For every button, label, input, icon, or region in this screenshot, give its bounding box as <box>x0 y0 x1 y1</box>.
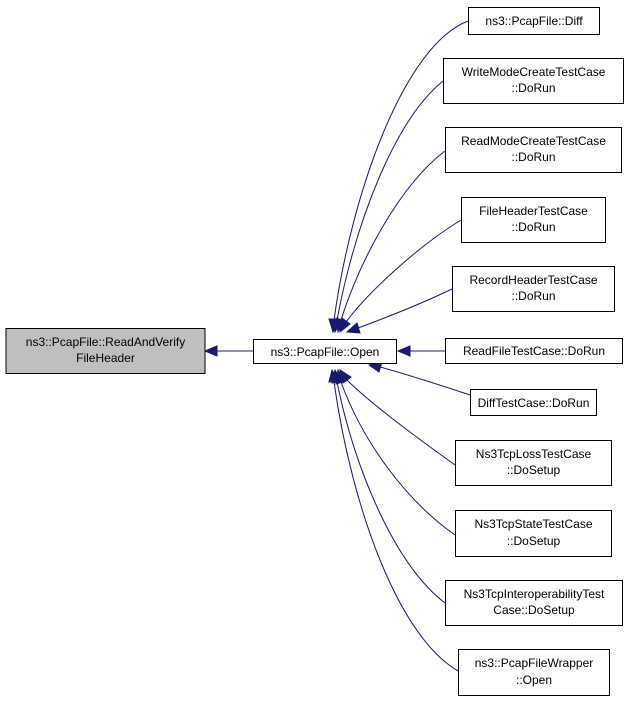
node-label-line: ReadFileTestCase::DoRun <box>463 344 605 358</box>
node-label-line: FileHeader <box>76 351 135 365</box>
node-label-line: DiffTestCase::DoRun <box>478 396 590 410</box>
node-label-line: ReadModeCreateTestCase <box>461 134 606 148</box>
node-label-line: Case::DoSetup <box>493 603 575 617</box>
node-label-line: Ns3TcpLossTestCase <box>476 447 592 461</box>
edge-readmode-to-open <box>335 150 446 334</box>
node-label-line: ns3::PcapFile::Diff <box>485 14 583 28</box>
edge-wrapperopen-to-open <box>328 368 461 673</box>
edge-readfile-to-open <box>396 345 445 357</box>
node-label-line: ::DoSetup <box>507 534 561 548</box>
edge-writemode-to-open <box>331 80 444 334</box>
node-label-line: ns3::PcapFileWrapper <box>475 656 594 670</box>
node-read-and-verify-file-header: ns3::PcapFile::ReadAndVerify FileHeader <box>5 328 206 374</box>
edge-tcpinterop-to-open <box>331 368 446 604</box>
node-read-file-test-case[interactable]: ReadFileTestCase::DoRun <box>445 338 623 364</box>
node-label-line: WriteModeCreateTestCase <box>462 65 606 79</box>
node-label-line: ::DoRun <box>511 150 555 164</box>
edge-recordheader-to-open <box>345 288 453 334</box>
node-label-line: Ns3TcpInteroperabilityTest <box>464 587 605 601</box>
node-pcapfile-diff[interactable]: ns3::PcapFile::Diff <box>468 7 600 35</box>
node-label-line: ns3::PcapFile::ReadAndVerify <box>26 335 185 349</box>
node-label-line: RecordHeaderTestCase <box>469 273 597 287</box>
edge-open-to-readandverify <box>203 345 253 357</box>
node-pcapfilewrapper-open[interactable]: ns3::PcapFileWrapper ::Open <box>458 649 610 696</box>
node-pcapfile-open[interactable]: ns3::PcapFile::Open <box>253 339 397 364</box>
node-label-line: ::DoRun <box>511 220 555 234</box>
node-record-header-test-case[interactable]: RecordHeaderTestCase ::DoRun <box>452 266 615 312</box>
edge-fileheader-to-open <box>339 219 462 334</box>
node-label-line: ::Open <box>516 673 552 687</box>
node-label-line: Ns3TcpStateTestCase <box>474 517 592 531</box>
node-label-line: ::DoRun <box>511 81 555 95</box>
node-label-line: ::DoSetup <box>507 463 561 477</box>
node-label-line: ns3::PcapFile::Open <box>271 345 380 359</box>
node-tcp-state-test-case[interactable]: Ns3TcpStateTestCase ::DoSetup <box>455 510 612 557</box>
edge-difftest-to-open <box>367 361 471 396</box>
node-read-mode-create-test-case[interactable]: ReadModeCreateTestCase ::DoRun <box>445 127 622 173</box>
node-write-mode-create-test-case[interactable]: WriteModeCreateTestCase ::DoRun <box>443 58 624 104</box>
node-file-header-test-case[interactable]: FileHeaderTestCase ::DoRun <box>461 197 606 243</box>
node-label-line: ::DoRun <box>511 289 555 303</box>
node-label-line: FileHeaderTestCase <box>479 204 588 218</box>
node-diff-test-case[interactable]: DiffTestCase::DoRun <box>470 389 597 416</box>
node-tcp-loss-test-case[interactable]: Ns3TcpLossTestCase ::DoSetup <box>455 440 612 486</box>
node-tcp-interoperability-test-case[interactable]: Ns3TcpInteroperabilityTest Case::DoSetup <box>445 580 623 626</box>
